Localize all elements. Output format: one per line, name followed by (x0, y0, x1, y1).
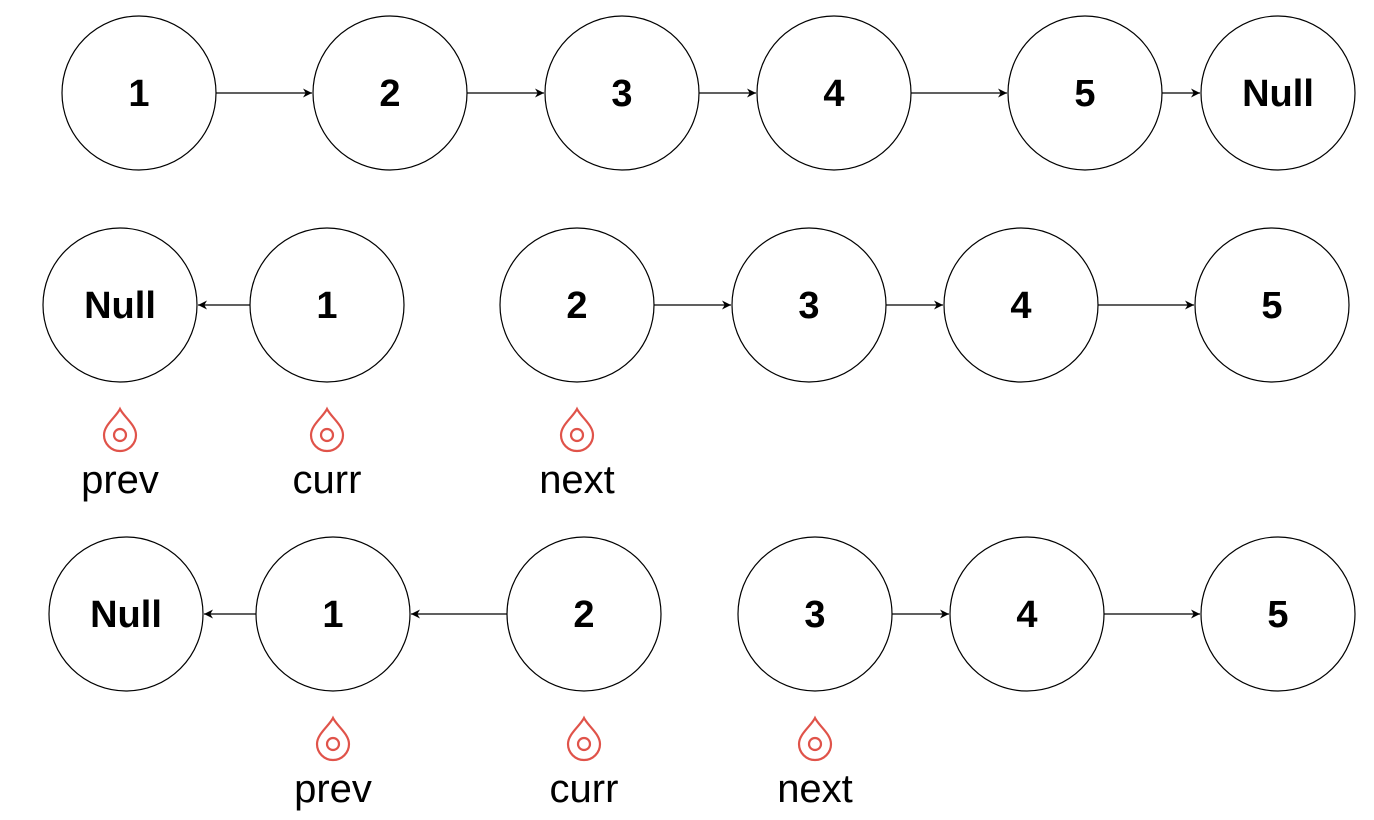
list-node-3-row-1: 3 (544, 15, 700, 171)
node-circle (255, 536, 411, 692)
list-node-2-row-3: 2 (506, 536, 662, 692)
pin-dot (325, 736, 341, 752)
location-pin-icon (566, 715, 602, 762)
node-circle (42, 227, 198, 383)
list-node-2-row-2: 2 (499, 227, 655, 383)
list-node-5-row-1: 5 (1007, 15, 1163, 171)
node-label: Null (84, 285, 156, 327)
node-label: 1 (322, 594, 343, 636)
list-node-5-row-3: 5 (1200, 536, 1356, 692)
location-pin-icon (102, 406, 138, 453)
list-node-2-row-1: 2 (312, 15, 468, 171)
node-label: Null (90, 594, 162, 636)
node-circle (499, 227, 655, 383)
list-node-3-row-2: 3 (731, 227, 887, 383)
pointer-label: next (777, 767, 853, 811)
pin-outline (315, 715, 351, 762)
pointer-label: prev (81, 458, 159, 502)
location-pin-icon (309, 406, 345, 453)
node-label: 4 (823, 73, 844, 115)
node-circle (1200, 15, 1356, 171)
pin-outline (102, 406, 138, 453)
node-label: 2 (379, 73, 400, 115)
node-circle (949, 536, 1105, 692)
node-circle (731, 227, 887, 383)
pin-outline (309, 406, 345, 453)
edges-layer (198, 88, 1200, 619)
node-label: 3 (611, 73, 632, 115)
null-node-row-2: Null (42, 227, 198, 383)
node-label: 4 (1010, 285, 1031, 327)
node-circle (249, 227, 405, 383)
pin-outline (566, 715, 602, 762)
node-circle (1194, 227, 1350, 383)
node-circle (61, 15, 217, 171)
location-pin-icon (315, 715, 351, 762)
node-circle (1007, 15, 1163, 171)
node-label: 3 (804, 594, 825, 636)
list-node-4-row-3: 4 (949, 536, 1105, 692)
node-label: 5 (1074, 73, 1095, 115)
node-circle (544, 15, 700, 171)
location-pin-icon (797, 715, 833, 762)
node-label: 5 (1261, 285, 1282, 327)
prev-pointer-row-2: prev (81, 406, 159, 502)
pointer-label: curr (550, 767, 619, 811)
null-node-row-1: Null (1200, 15, 1356, 171)
node-circle (943, 227, 1099, 383)
node-circle (506, 536, 662, 692)
pin-dot (576, 736, 592, 752)
node-circle (756, 15, 912, 171)
node-label: 2 (573, 594, 594, 636)
curr-pointer-row-3: curr (550, 715, 619, 811)
pin-dot (807, 736, 823, 752)
node-label: 1 (128, 73, 149, 115)
pointer-label: next (539, 458, 615, 502)
next-pointer-row-2: next (539, 406, 615, 502)
node-label: 4 (1016, 594, 1037, 636)
pin-dot (569, 427, 585, 443)
pin-dot (112, 427, 128, 443)
list-node-1-row-1: 1 (61, 15, 217, 171)
node-label: 3 (798, 285, 819, 327)
list-node-1-row-3: 1 (255, 536, 411, 692)
node-label: 1 (316, 285, 337, 327)
pointer-label: prev (294, 767, 372, 811)
list-node-4-row-2: 4 (943, 227, 1099, 383)
next-pointer-row-3: next (777, 715, 853, 811)
pointers-layer: prev curr next prev curr next (81, 406, 853, 811)
location-pin-icon (559, 406, 595, 453)
node-label: 5 (1267, 594, 1288, 636)
list-node-3-row-3: 3 (737, 536, 893, 692)
null-node-row-3: Null (48, 536, 204, 692)
list-node-1-row-2: 1 (249, 227, 405, 383)
pin-outline (797, 715, 833, 762)
list-node-4-row-1: 4 (756, 15, 912, 171)
node-label: Null (1242, 73, 1314, 115)
pin-dot (319, 427, 335, 443)
pointer-label: curr (293, 458, 362, 502)
list-node-5-row-2: 5 (1194, 227, 1350, 383)
curr-pointer-row-2: curr (293, 406, 362, 502)
node-circle (1200, 536, 1356, 692)
prev-pointer-row-3: prev (294, 715, 372, 811)
node-circle (737, 536, 893, 692)
node-circle (312, 15, 468, 171)
pin-outline (559, 406, 595, 453)
node-circle (48, 536, 204, 692)
node-label: 2 (566, 285, 587, 327)
